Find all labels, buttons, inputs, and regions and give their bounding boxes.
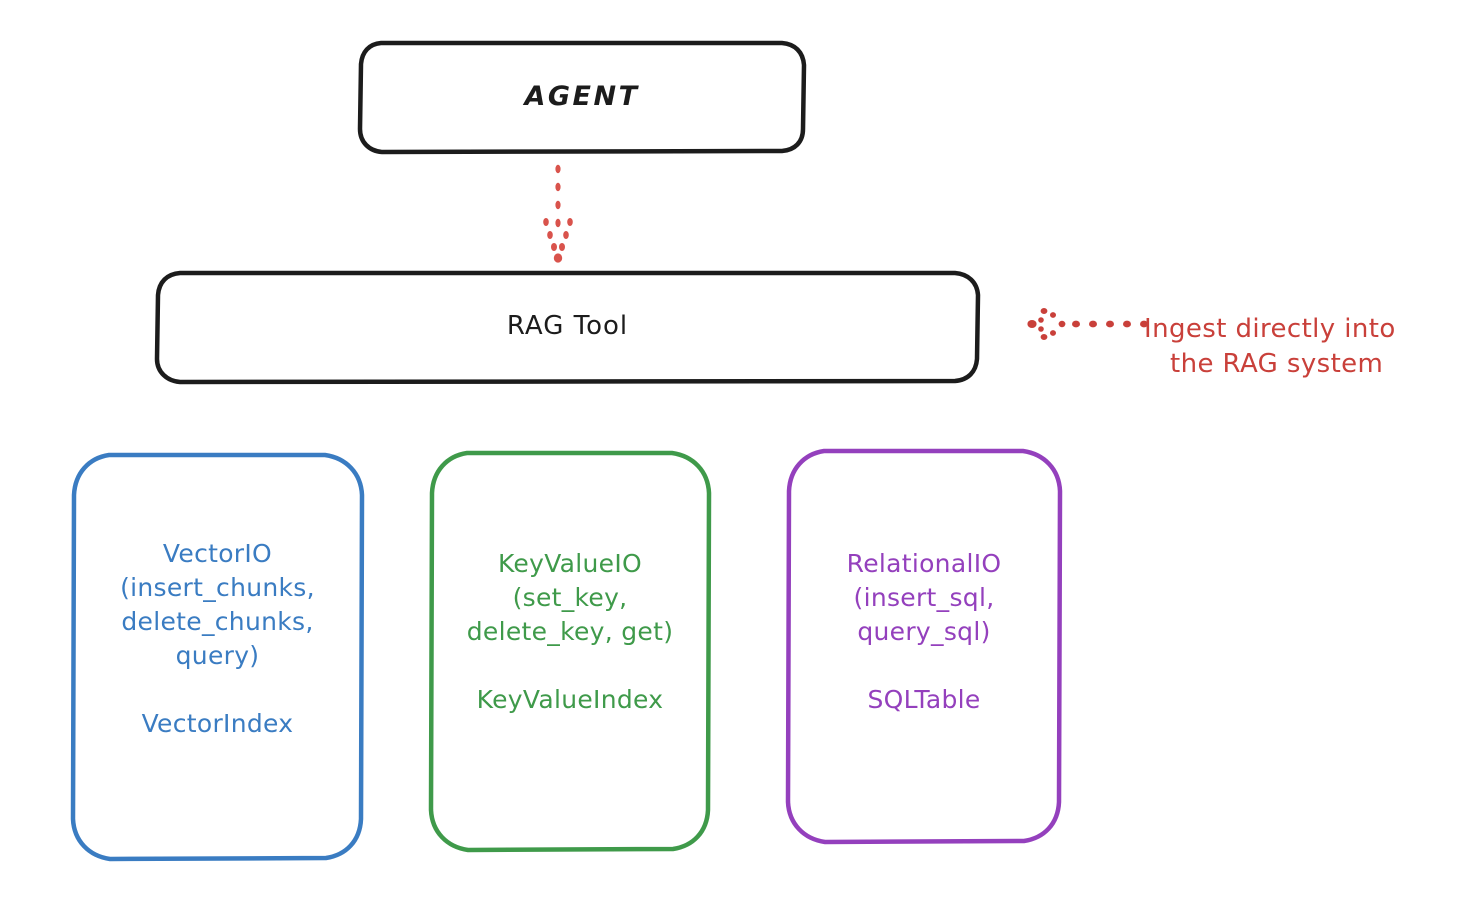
dotted-line-segments — [1058, 320, 1148, 328]
relational-io-methods-label: RelationalIO (insert_sql, query_sql) — [846, 549, 1002, 646]
vector-io-methods-label: VectorIO (insert_chunks, delete_chunks, … — [120, 539, 315, 670]
rag-tool-label: RAG Tool — [506, 311, 629, 342]
vector-io-index-label: VectorIndex — [141, 709, 294, 738]
key-value-io-box-outline — [428, 450, 712, 853]
relational-io-table-label: SQLTable — [867, 685, 981, 714]
annotation-ingest-line1: Ingest directly into — [1144, 314, 1396, 345]
annotation-ingest: Ingest directly into the RAG system — [1144, 278, 1474, 415]
key-value-io-index-label: KeyValueIndex — [476, 685, 664, 714]
node-rag-tool[interactable]: RAG Tool — [154, 269, 981, 385]
connector-agent-to-rag-tool — [543, 164, 573, 263]
key-value-io-methods-label: KeyValueIO (set_key, delete_key, get) — [466, 549, 674, 646]
node-agent[interactable]: AGENT — [357, 39, 807, 155]
dotted-line-segments — [555, 164, 561, 228]
node-vector-io[interactable]: VectorIO (insert_chunks, delete_chunks, … — [69, 451, 366, 863]
node-key-value-io[interactable]: KeyValueIO (set_key, delete_key, get) Ke… — [427, 449, 713, 854]
node-relational-io[interactable]: RelationalIO (insert_sql, query_sql) SQL… — [784, 447, 1064, 846]
agent-label: AGENT — [524, 81, 640, 113]
arrowhead-left-icon — [1027, 308, 1056, 340]
connector-ingest-to-rag-tool — [1027, 308, 1148, 340]
arrowhead-down-icon — [543, 218, 573, 263]
annotation-ingest-line2: the RAG system — [1170, 348, 1384, 379]
